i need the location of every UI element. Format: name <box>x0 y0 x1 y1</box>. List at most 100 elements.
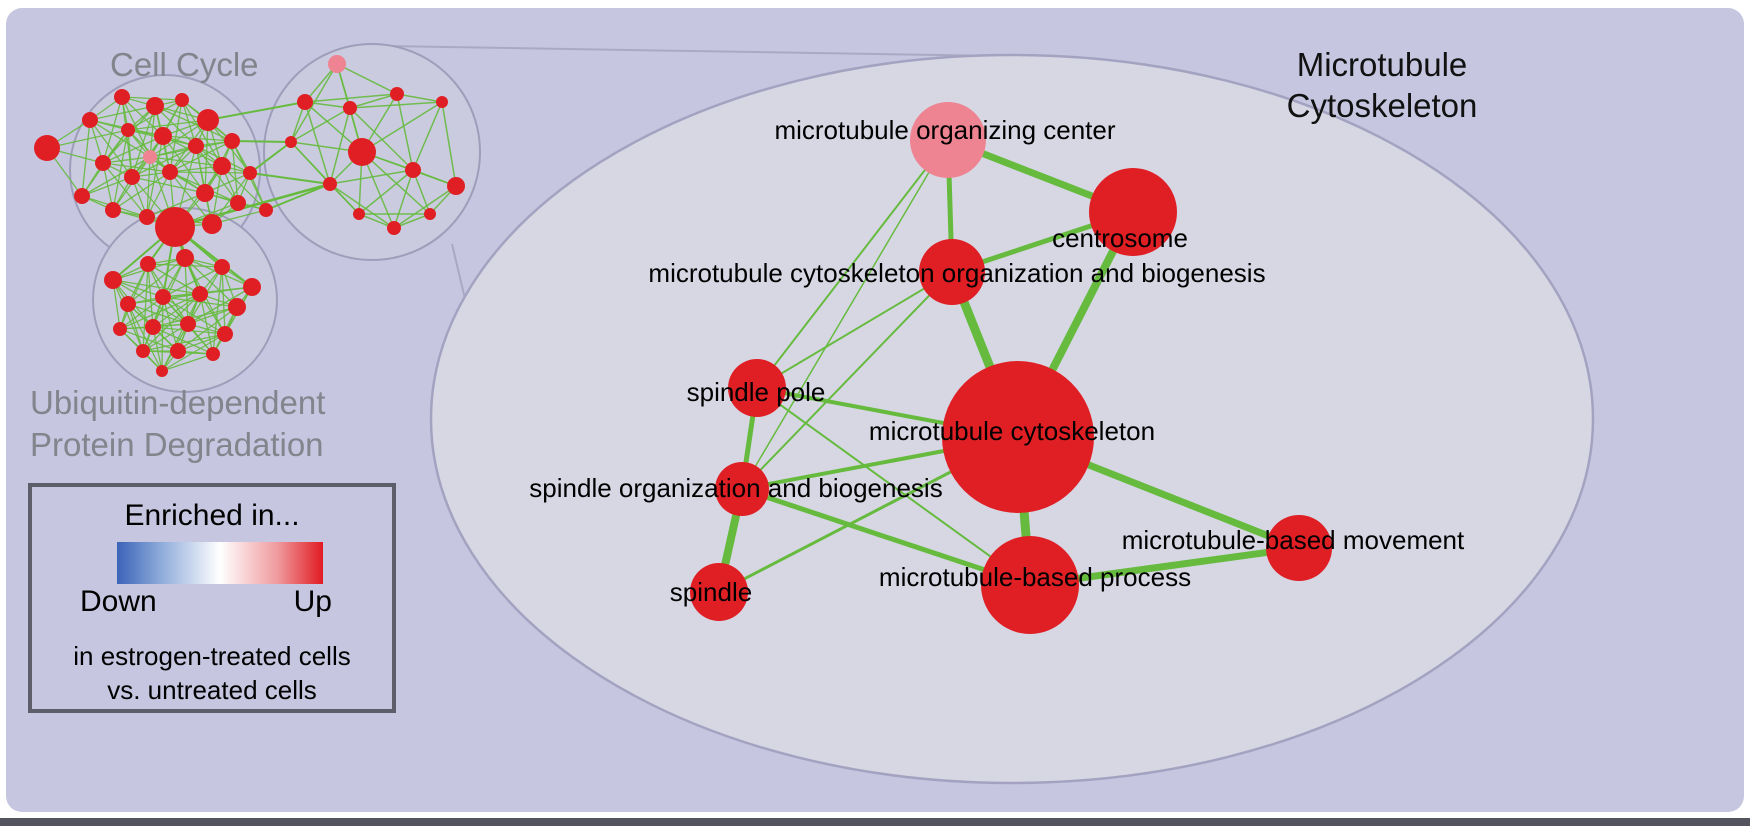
network-edge <box>112 129 129 211</box>
network-edge <box>89 119 133 178</box>
network-node[interactable] <box>156 365 168 377</box>
network-node[interactable] <box>447 177 465 195</box>
network-node[interactable] <box>243 166 257 180</box>
network-node[interactable] <box>224 133 240 149</box>
network-node[interactable] <box>285 136 297 148</box>
network-node[interactable] <box>120 296 136 312</box>
network-node[interactable] <box>196 184 214 202</box>
network-node[interactable] <box>155 289 171 305</box>
network-edge <box>161 293 201 372</box>
network-node-org_bio[interactable] <box>919 239 985 305</box>
network-edge <box>329 107 351 185</box>
network-node[interactable] <box>323 177 337 191</box>
cluster-title-ubiquitin: Ubiquitin-dependent Protein Degradation <box>30 382 325 466</box>
bottom-strip <box>0 818 1750 826</box>
network-node-mt_cyto[interactable] <box>942 361 1094 513</box>
legend-down-label: Down <box>80 585 157 618</box>
network-node-spindle_pole[interactable] <box>728 359 786 417</box>
network-node[interactable] <box>139 209 155 225</box>
network-node[interactable] <box>180 316 196 332</box>
network-edge <box>147 263 201 295</box>
cluster-title-ubiquitin-line1: Ubiquitin-dependent <box>30 384 326 421</box>
network-node[interactable] <box>297 94 313 110</box>
legend-up-label: Up <box>293 585 332 618</box>
network-node[interactable] <box>124 169 140 185</box>
network-node[interactable] <box>121 123 135 137</box>
network-node[interactable] <box>154 127 172 145</box>
network-node[interactable] <box>82 112 98 128</box>
network-node[interactable] <box>243 278 261 296</box>
network-edge <box>393 169 414 229</box>
network-node[interactable] <box>176 249 194 267</box>
cluster-title-ubiquitin-line2: Protein Degradation <box>30 426 324 463</box>
legend-subtitle-line2: vs. untreated cells <box>107 675 317 705</box>
network-node[interactable] <box>105 202 121 218</box>
network-node[interactable] <box>328 55 346 73</box>
network-node[interactable] <box>162 164 178 180</box>
network-edge <box>89 105 156 121</box>
network-node[interactable] <box>188 138 204 154</box>
network-edge <box>152 326 214 355</box>
network-edge <box>329 183 395 229</box>
network-node[interactable] <box>95 155 111 171</box>
network-edge <box>127 257 186 305</box>
network-node-spindle[interactable] <box>690 563 748 621</box>
network-edge <box>154 105 197 147</box>
network-node[interactable] <box>74 188 90 204</box>
network-edge <box>127 119 209 131</box>
network-edge <box>756 139 949 389</box>
network-edge <box>162 266 223 298</box>
node-label-spindle_org: spindle organization and biogenesis <box>529 473 942 503</box>
network-node[interactable] <box>136 344 150 358</box>
network-node[interactable] <box>145 319 161 335</box>
network-edge <box>221 266 226 335</box>
network-edge <box>231 140 239 204</box>
network-node[interactable] <box>228 298 246 316</box>
network-edge <box>142 323 189 352</box>
network-node[interactable] <box>202 214 222 234</box>
network-node-mt_movement[interactable] <box>1266 515 1332 581</box>
network-node[interactable] <box>353 208 365 220</box>
network-node[interactable] <box>348 138 376 166</box>
network-node[interactable] <box>143 150 157 164</box>
network-node[interactable] <box>343 101 357 115</box>
network-edge <box>207 101 306 121</box>
network-node[interactable] <box>387 221 401 235</box>
network-node[interactable] <box>230 195 246 211</box>
network-edge <box>146 192 206 218</box>
network-node[interactable] <box>192 286 208 302</box>
network-node[interactable] <box>390 87 404 101</box>
network-edge <box>112 279 201 295</box>
node-label-mt_process: microtubule-based process <box>879 562 1191 592</box>
network-node-spindle_org[interactable] <box>715 462 769 516</box>
network-node[interactable] <box>146 97 164 115</box>
network-node[interactable] <box>217 326 233 342</box>
network-node[interactable] <box>113 322 127 336</box>
network-node[interactable] <box>214 259 230 275</box>
network-node-centrosome[interactable] <box>1089 168 1177 256</box>
network-edge <box>146 171 171 218</box>
network-node[interactable] <box>34 135 60 161</box>
network-node[interactable] <box>170 343 186 359</box>
network-node[interactable] <box>140 256 156 272</box>
network-node[interactable] <box>197 109 219 131</box>
network-node[interactable] <box>175 93 189 107</box>
network-node[interactable] <box>213 157 231 175</box>
cluster-title-cell-cycle: Cell Cycle <box>110 46 259 83</box>
network-node-oc[interactable] <box>910 102 986 178</box>
network-node[interactable] <box>424 208 436 220</box>
network-node-mt_process[interactable] <box>981 536 1079 634</box>
network-edge <box>756 387 1031 586</box>
network-edge <box>249 141 292 174</box>
network-node[interactable] <box>206 347 220 361</box>
network-node[interactable] <box>259 203 273 217</box>
network-edge <box>361 101 443 153</box>
network-node[interactable] <box>405 162 421 178</box>
network-edge <box>149 156 223 167</box>
network-node[interactable] <box>114 89 130 105</box>
network-node[interactable] <box>104 271 122 289</box>
network-node[interactable] <box>436 96 448 108</box>
network-node[interactable] <box>155 207 195 247</box>
node-label-spindle: spindle <box>670 577 752 607</box>
